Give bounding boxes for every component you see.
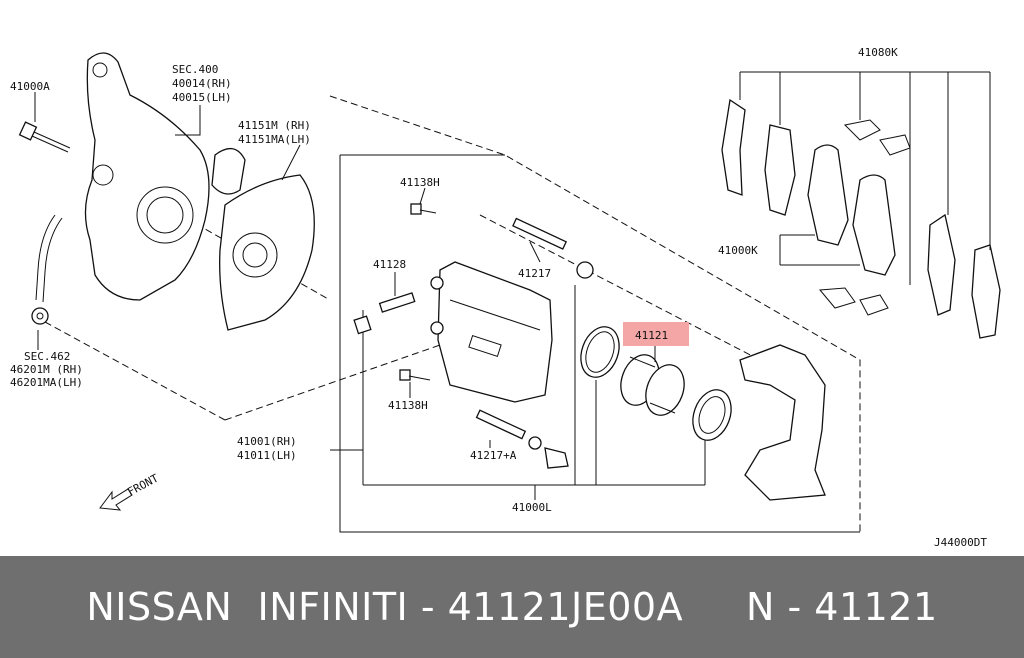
label-41000a: 41000A [10,80,50,93]
label-front: FRONT [125,471,161,498]
sliding-pin-lower [475,409,569,469]
brake-pad-kit [721,71,1001,339]
highlight-41121 [623,322,689,346]
label-41217a: 41217+A [470,449,517,462]
label-41138h-top: 41138H [400,176,440,189]
caliper-bracket [739,344,826,501]
label-41000k: 41000K [718,244,758,257]
label-code: J44000DT [934,536,987,549]
label-41151ma: 41151MA(LH) [238,133,311,146]
knuckle-bolt [18,121,71,153]
label-sec462: SEC.462 [24,350,70,363]
bracket-bolt-top [410,203,437,215]
label-41000l: 41000L [512,501,552,514]
label-sec400: SEC.400 [172,63,218,76]
label-41151m: 41151M (RH) [238,119,311,132]
piston [620,354,685,416]
label-40015: 40015(LH) [172,91,232,104]
steering-knuckle [84,52,246,301]
label-41080k: 41080K [858,46,898,59]
front-arrow-icon: FRONT [99,471,161,511]
leader-lines [34,92,656,500]
label-41001: 41001(RH) [237,435,297,448]
label-41217: 41217 [518,267,551,280]
dust-shield [219,174,315,331]
label-46201m: 46201M (RH) [10,363,83,376]
bracket-bolt-bottom [399,369,431,381]
label-41128: 41128 [373,258,406,271]
piston-boot [692,389,732,441]
sliding-pin-upper [512,217,594,279]
footer-part-number: NISSAN INFINITI - 41121JE00A N - 41121 [86,585,938,629]
brake-hose [31,214,63,325]
parts-diagram: 41000A SEC.400 40014(RH) 40015(LH) 41151… [10,46,1001,549]
label-46201ma: 46201MA(LH) [10,376,83,389]
label-41138h-bottom: 41138H [388,399,428,412]
guide-pin [353,292,416,335]
footer-banner: NISSAN INFINITI - 41121JE00A N - 41121 [0,556,1024,658]
label-40014: 40014(RH) [172,77,232,90]
caliper-body [430,261,553,403]
label-41121: 41121 [635,329,668,342]
piston-seal [580,326,620,378]
label-41011: 41011(LH) [237,449,297,462]
